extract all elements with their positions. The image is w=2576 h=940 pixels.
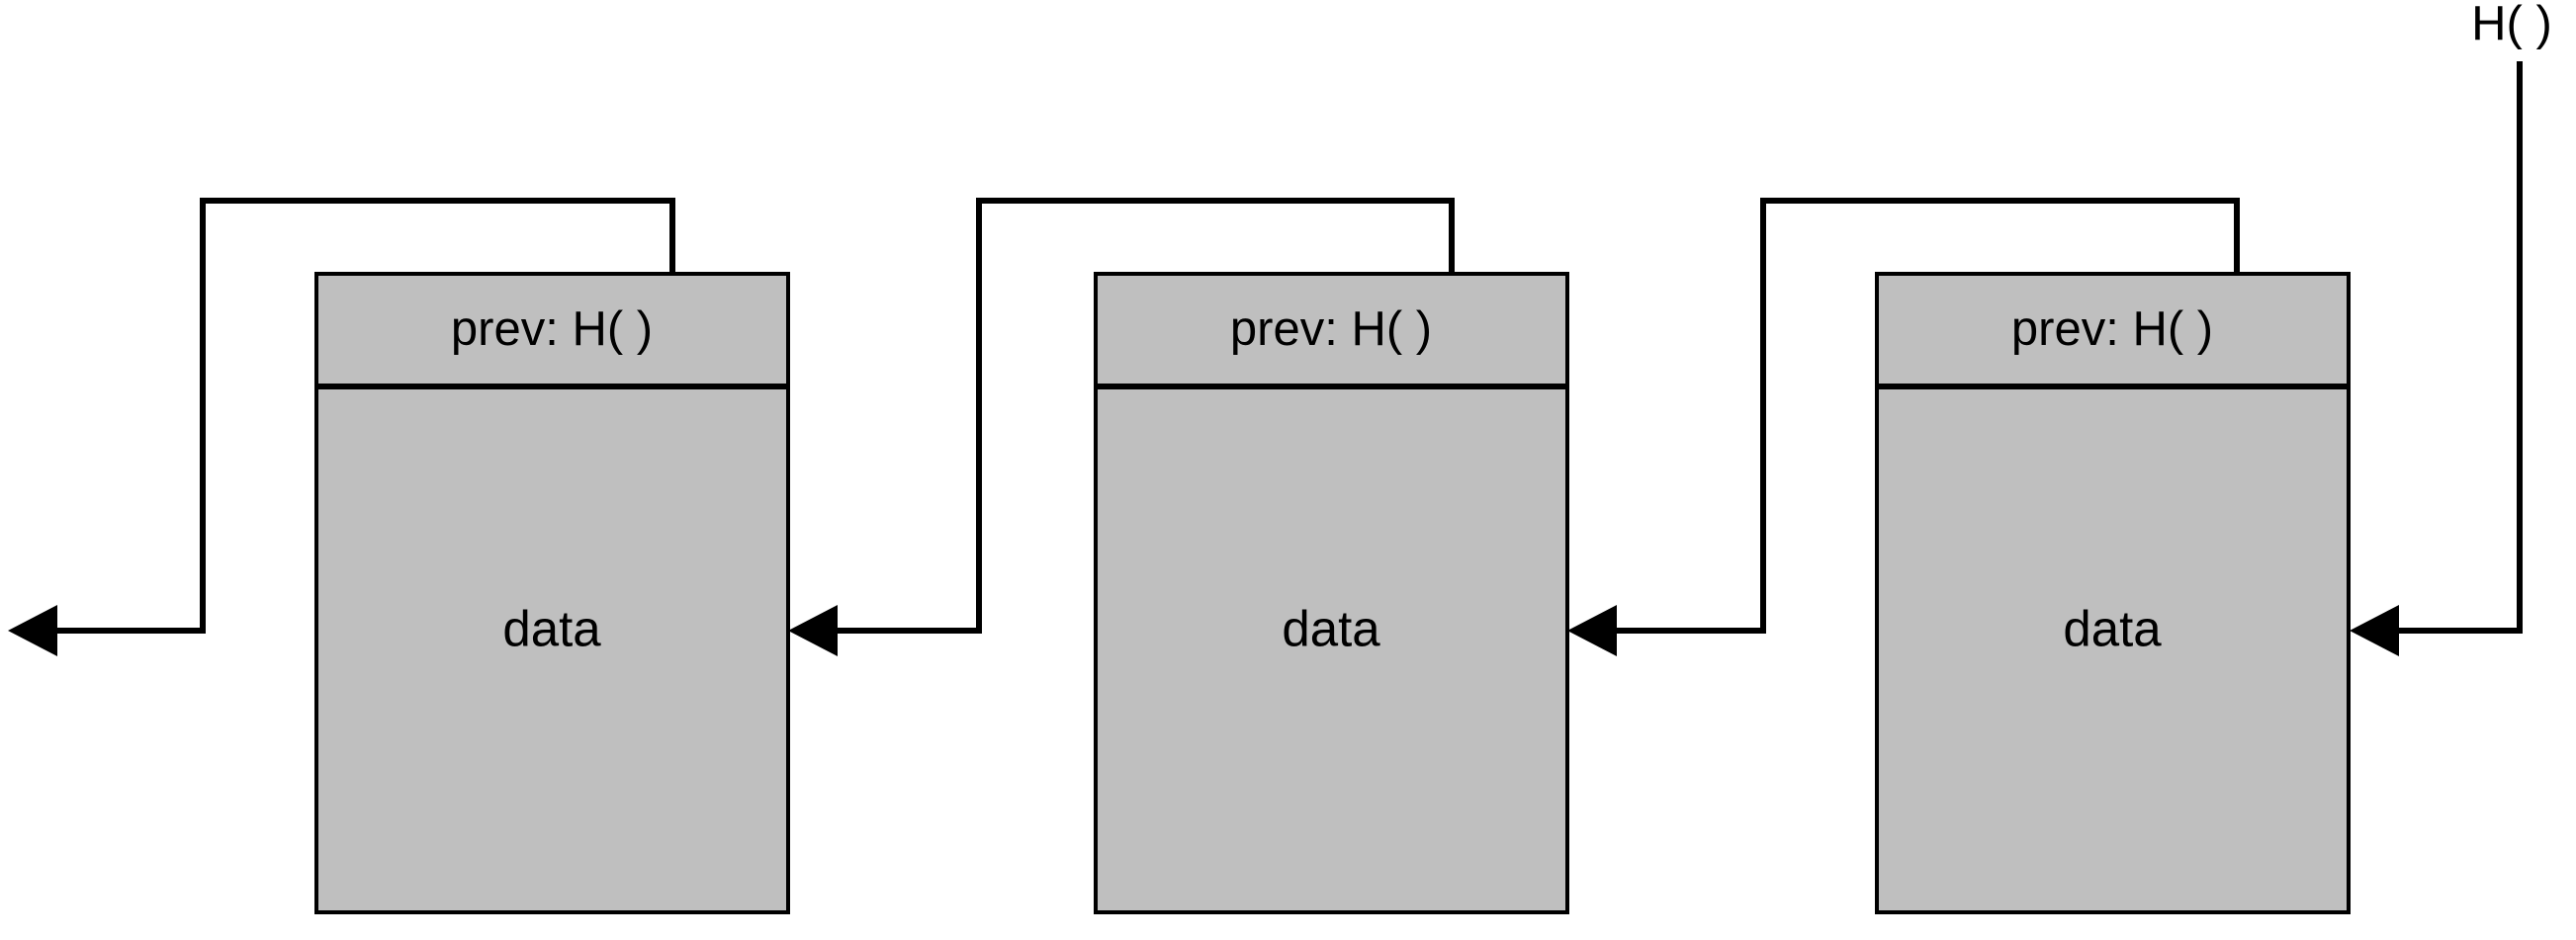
connector-block3-to-block2 bbox=[1567, 198, 2240, 656]
block-1-rect[interactable] bbox=[314, 272, 790, 914]
block-2-data-label: data bbox=[1282, 600, 1380, 656]
block-2-rect[interactable] bbox=[1094, 272, 1569, 914]
block-3-data-label: data bbox=[2063, 600, 2162, 656]
connector-out-left-arrowhead bbox=[8, 605, 57, 656]
head-pointer-label: H( ) bbox=[2471, 0, 2552, 50]
connector-head-to-block3-arrowhead bbox=[2350, 605, 2399, 656]
connector-block2-to-block1 bbox=[788, 198, 1455, 656]
connector-block2-to-block1-arrowhead bbox=[788, 605, 838, 656]
connector-block2-to-block1-path bbox=[828, 198, 1455, 634]
block-2-prev-label: prev: H( ) bbox=[1230, 302, 1432, 356]
block-3-prev-label: prev: H( ) bbox=[2011, 302, 2213, 356]
connector-out-left-path bbox=[47, 198, 675, 634]
block-2[interactable]: prev: H( ) data bbox=[1094, 272, 1569, 914]
connector-head-to-block3 bbox=[2350, 61, 2523, 656]
block-1-data-label: data bbox=[502, 600, 601, 656]
block-3[interactable]: prev: H( ) data bbox=[1875, 272, 2351, 914]
connector-out-left bbox=[8, 198, 675, 656]
block-1[interactable]: prev: H( ) data bbox=[314, 272, 790, 914]
connector-block3-to-block2-arrowhead bbox=[1567, 605, 1617, 656]
connector-block3-to-block2-path bbox=[1607, 198, 2240, 634]
block-1-prev-label: prev: H( ) bbox=[451, 302, 653, 356]
block-3-rect[interactable] bbox=[1875, 272, 2351, 914]
connector-head-to-block3-path bbox=[2389, 61, 2523, 634]
